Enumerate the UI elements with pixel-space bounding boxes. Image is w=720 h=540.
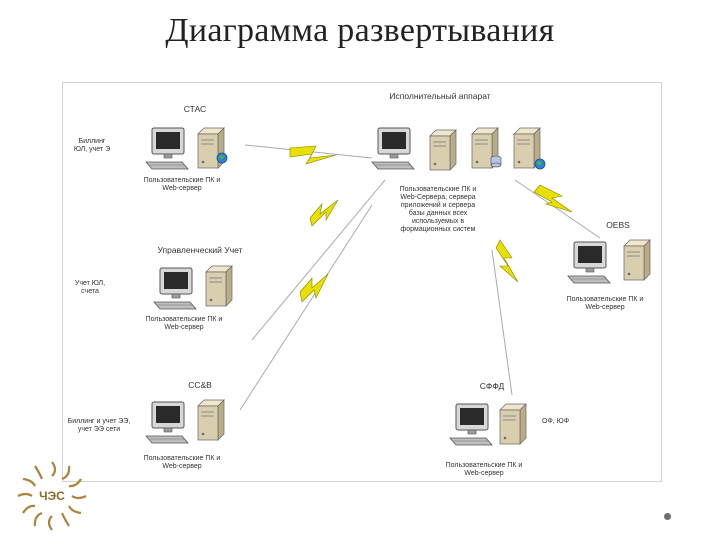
pc-icon [371,127,415,170]
sun-logo-icon [17,461,87,531]
node-center-caption: Пользовательские ПК и Web-Сервера, серве… [399,186,477,233]
server-icon [197,399,225,441]
node-ucheti-side-label: Учет ЮЛ, счета [74,280,106,295]
node-ssv-caption: Пользовательские ПК и Web-сервер [143,455,221,470]
connection-lines [239,144,601,411]
link-ucheti-center [251,179,386,341]
node-stas-header: СТАС [183,104,207,114]
database-icon [490,155,502,168]
lightning-bolt-stas [289,145,337,165]
link-center-sffd [491,249,513,396]
server-icon [623,239,651,281]
node-sffd-side-label: ОФ, ЮФ [542,418,570,425]
globe-icon [216,152,228,164]
node-oebs [567,239,651,284]
lightning-bolt-oebs [533,184,573,213]
pc-icon [145,401,189,444]
globe-icon [534,158,546,170]
pc-icon [153,267,197,310]
pc-icon [567,241,611,284]
lightning-bolt-center [309,199,339,227]
logo-text: ЧЭС [39,489,65,503]
slide-dot [664,513,671,520]
node-oebs-header: OEBS [606,220,630,230]
company-logo: ЧЭС [8,456,96,536]
node-sffd [449,403,527,446]
node-ssv-header: СС&В [188,380,212,390]
slide-title: Диаграмма развертывания [165,12,555,49]
server-icon [499,403,527,445]
node-stas-side-label: Биллинг ЮЛ, учет Э [73,138,111,153]
lightning-bolt-sffd [495,239,519,283]
node-sffd-header: СФФД [479,381,505,391]
node-ucheti [153,265,233,310]
link-ssv-center [239,204,373,411]
lightning-bolts [289,145,573,303]
node-sffd-caption: Пользовательские ПК и Web-сервер [445,462,523,477]
server-icon [205,265,233,307]
node-ucheti-caption: Пользовательские ПК и Web-сервер [145,316,223,331]
pc-icon [449,403,493,446]
lightning-bolt-ucheti [299,273,329,303]
node-center [371,127,546,171]
node-ssv-side-label: Биллинг и учет ЭЭ, учет ЭЭ сети [67,418,131,433]
node-oebs-caption: Пользовательские ПК и Web-сервер [566,296,644,311]
pc-icon [145,127,189,170]
node-stas-caption: Пользовательские ПК и Web-сервер [143,177,221,192]
link-center-oebs [514,179,601,239]
node-ucheti-header: Управленческий Учет [157,245,243,255]
server-icon [429,129,457,171]
node-ssv [145,399,225,444]
node-stas [145,127,228,170]
node-center-header: Исполнительный аппарат [389,91,491,101]
